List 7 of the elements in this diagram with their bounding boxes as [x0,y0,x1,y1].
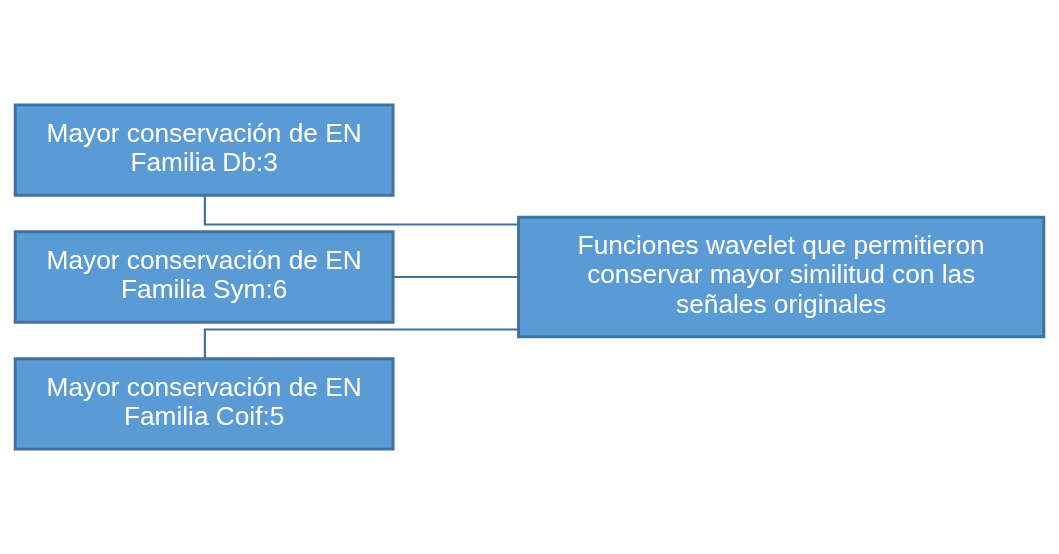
node-box: Mayor conservación de EN Familia Db:3 [13,103,395,197]
node-box: Mayor conservación de EN Familia Sym:6 [13,230,395,324]
node-box: Mayor conservación de EN Familia Coif:5 [13,357,395,451]
connector [203,328,519,359]
node-box: Funciones wavelet que permitieron conservar mayor similitud con las señales originales [517,215,1046,339]
connector [393,275,519,279]
connector [203,195,519,226]
